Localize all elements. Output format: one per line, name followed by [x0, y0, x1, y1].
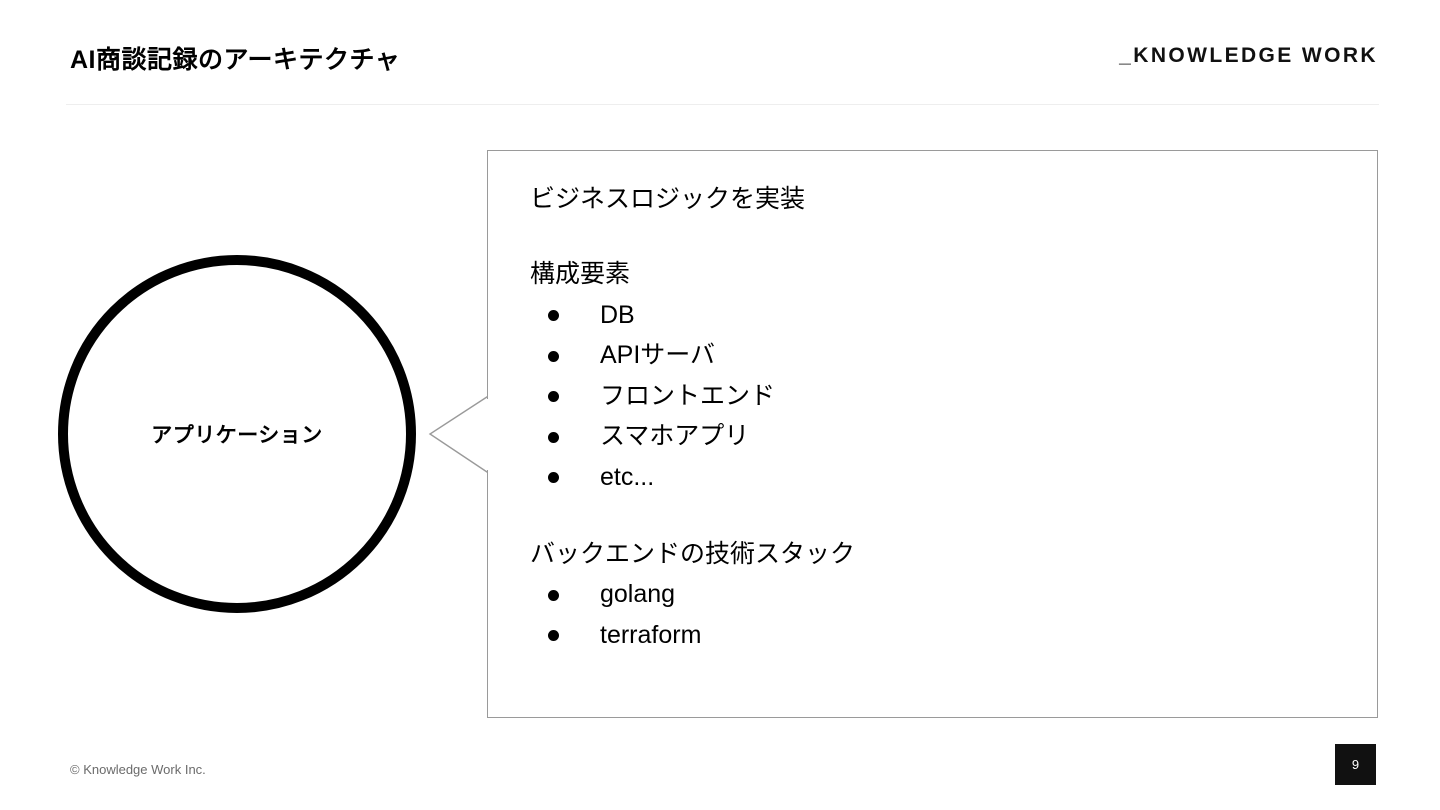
bullet-dot-icon [548, 431, 559, 443]
bullet-list: golang terraform [530, 574, 1330, 655]
bullet-dot-icon [548, 310, 559, 321]
list-item: golang [530, 574, 1330, 615]
list-item-label: APIサーバ [600, 341, 716, 369]
list-item: terraform [530, 615, 1330, 656]
bullet-dot-icon [548, 391, 559, 402]
list-item-label: golang [600, 580, 676, 609]
bullet-dot-icon [548, 472, 559, 483]
bullet-dot-icon [548, 630, 559, 642]
list-item: フロントエンド [530, 376, 1330, 417]
callout-group-components: 構成要素 DB APIサーバ フロントエンド スマホアプリ etc... [530, 259, 1330, 497]
list-item-label: etc... [600, 462, 655, 491]
list-item-label: スマホアプリ [600, 422, 750, 450]
list-item-label: フロントエンド [600, 381, 776, 410]
callout-notch [485, 399, 489, 470]
page-number-badge: 9 [1335, 744, 1376, 785]
callout-lead-text: ビジネスロジックを実装 [530, 185, 806, 213]
list-item: DB [530, 295, 1330, 336]
list-item-label: DB [600, 300, 635, 329]
callout-content: ビジネスロジックを実装 構成要素 DB APIサーバ フロントエンド スマホアプ… [530, 184, 1330, 655]
list-item: スマホアプリ [530, 416, 1330, 457]
list-item-label: terraform [600, 620, 702, 649]
bullet-dot-icon [548, 350, 559, 362]
diagram-node-circle: アプリケーション [58, 255, 416, 613]
callout-group-backend-stack: バックエンドの技術スタック golang terraform [530, 539, 1330, 655]
list-item: APIサーバ [530, 335, 1330, 376]
footer-copyright: © Knowledge Work Inc. [70, 762, 206, 777]
page-title: AI商談記録のアーキテクチャ [70, 46, 401, 74]
group-heading: バックエンドの技術スタック [530, 540, 856, 568]
diagram-node-label: アプリケーション [151, 424, 323, 447]
list-item: etc... [530, 457, 1330, 498]
brand-logo: _KNOWLEDGE WORK [1119, 44, 1378, 67]
group-heading: 構成要素 [530, 260, 631, 289]
bullet-dot-icon [548, 589, 559, 601]
header-divider [66, 104, 1379, 105]
bullet-list: DB APIサーバ フロントエンド スマホアプリ etc... [530, 295, 1330, 498]
